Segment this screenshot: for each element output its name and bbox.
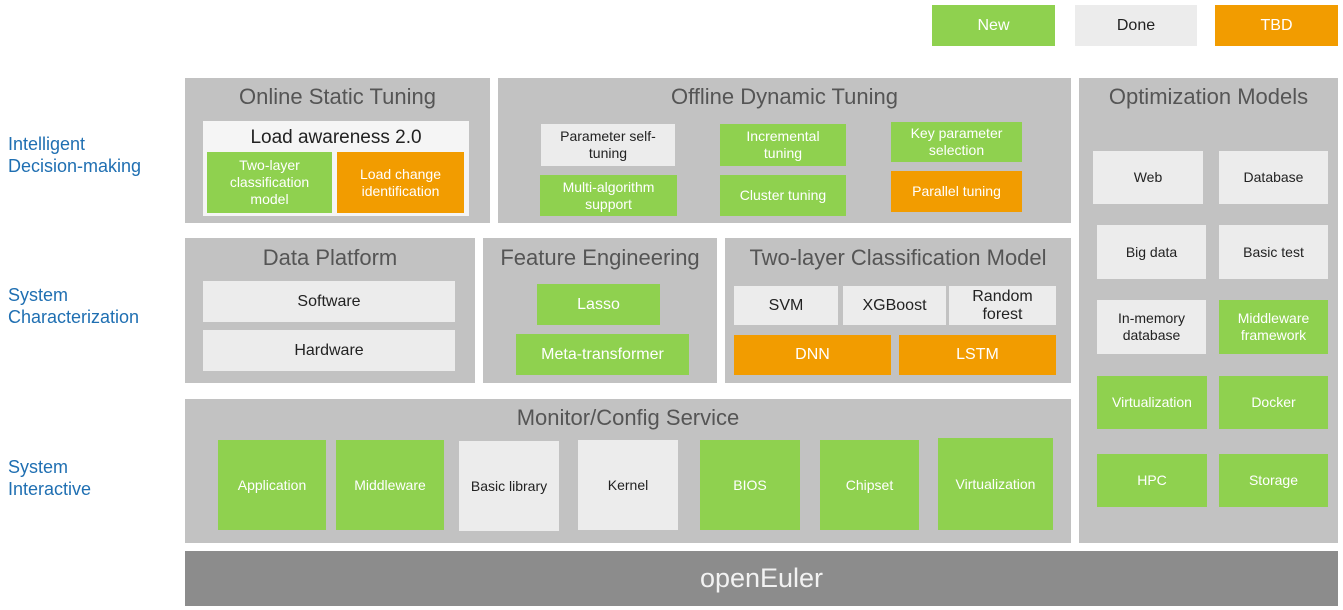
dnn-box: DNN bbox=[734, 335, 891, 375]
svm-box: SVM bbox=[734, 286, 838, 325]
opt-big-data: Big data bbox=[1097, 225, 1206, 279]
panel-title: Offline Dynamic Tuning bbox=[670, 84, 899, 109]
monitor-middleware: Middleware bbox=[336, 440, 444, 530]
two-layer-classification-box: Two-layer classification model bbox=[207, 152, 332, 213]
side-label-line: Interactive bbox=[8, 479, 92, 499]
openeuler-base-bar: openEuler bbox=[185, 551, 1338, 606]
monitor-application: Application bbox=[218, 440, 326, 530]
panel-title: Data Platform bbox=[262, 245, 398, 270]
opt-basic-test: Basic test bbox=[1219, 225, 1328, 279]
legend-tbd: TBD bbox=[1215, 5, 1338, 46]
side-label-decision: Intelligent Decision-making bbox=[8, 133, 141, 177]
legend-new: New bbox=[932, 5, 1055, 46]
opt-in-memory-database: In-memory database bbox=[1097, 300, 1206, 354]
incremental-tuning-box: Incremental tuning bbox=[720, 124, 846, 166]
hardware-box: Hardware bbox=[203, 330, 455, 371]
side-label-line: System bbox=[8, 457, 69, 477]
side-label-line: Decision-making bbox=[8, 156, 142, 176]
legend-done: Done bbox=[1075, 5, 1197, 46]
side-label-interactive: System Interactive bbox=[8, 456, 91, 500]
panel-title: Feature Engineering bbox=[500, 245, 700, 270]
random-forest-box: Random forest bbox=[949, 286, 1056, 325]
multi-algorithm-box: Multi-algorithm support bbox=[540, 175, 677, 216]
monitor-bios: BIOS bbox=[700, 440, 800, 530]
side-label-line: Intelligent bbox=[8, 134, 86, 154]
panel-title: Monitor/Config Service bbox=[516, 405, 740, 430]
opt-docker: Docker bbox=[1219, 376, 1328, 429]
panel-title: Two-layer Classification Model bbox=[749, 245, 1047, 270]
lasso-box: Lasso bbox=[537, 284, 660, 325]
opt-database: Database bbox=[1219, 151, 1328, 204]
panel-title: Online Static Tuning bbox=[239, 84, 436, 109]
opt-virtualization: Virtualization bbox=[1097, 376, 1207, 429]
monitor-virtualization: Virtualization bbox=[938, 438, 1053, 530]
opt-middleware-framework: Middleware framework bbox=[1219, 300, 1328, 354]
load-awareness-title: Load awareness 2.0 bbox=[250, 127, 422, 148]
opt-web: Web bbox=[1093, 151, 1203, 204]
side-label-line: Characterization bbox=[8, 307, 140, 327]
opt-storage: Storage bbox=[1219, 454, 1328, 507]
meta-transformer-box: Meta-transformer bbox=[516, 334, 689, 375]
param-self-tuning-box: Parameter self-tuning bbox=[541, 124, 675, 166]
side-label-line: System bbox=[8, 285, 69, 305]
monitor-kernel: Kernel bbox=[578, 440, 678, 530]
cluster-tuning-box: Cluster tuning bbox=[720, 175, 846, 216]
xgboost-box: XGBoost bbox=[843, 286, 946, 325]
panel-title: Optimization Models bbox=[1108, 84, 1309, 109]
software-box: Software bbox=[203, 281, 455, 322]
side-label-characterization: System Characterization bbox=[8, 284, 139, 328]
monitor-basic-library: Basic library bbox=[459, 441, 559, 531]
parallel-tuning-box: Parallel tuning bbox=[891, 171, 1022, 212]
load-change-box: Load change identification bbox=[337, 152, 464, 213]
opt-hpc: HPC bbox=[1097, 454, 1207, 507]
key-parameter-box: Key parameter selection bbox=[891, 122, 1022, 162]
monitor-chipset: Chipset bbox=[820, 440, 919, 530]
lstm-box: LSTM bbox=[899, 335, 1056, 375]
